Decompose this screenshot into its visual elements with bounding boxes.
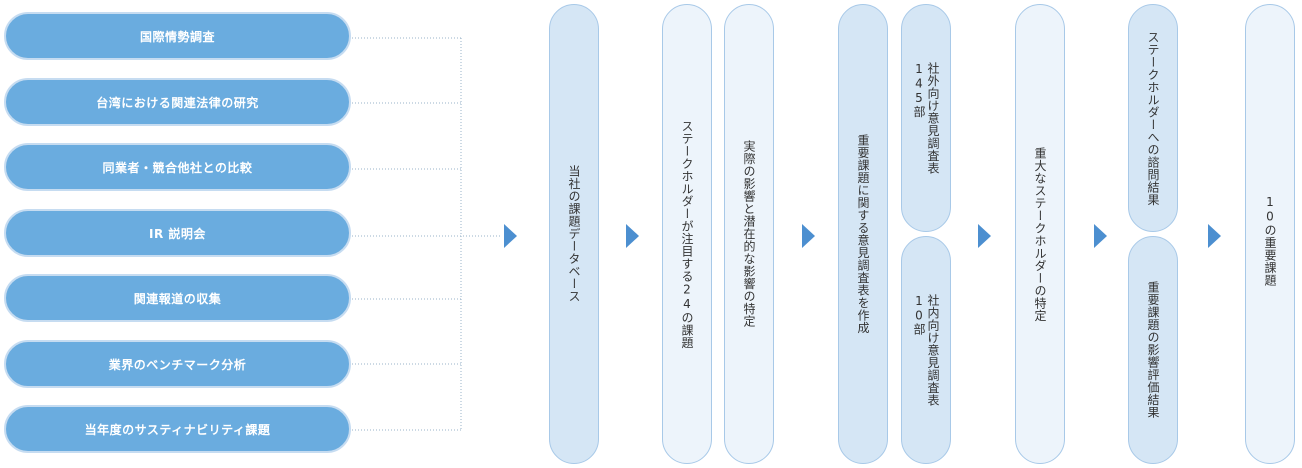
step-stakeholder-inquiry: ステークホルダーへの諮問結果 [1128,4,1178,232]
flow-arrow [1208,224,1221,248]
source-ir-briefing: IR 説明会 [4,209,351,257]
source-label: 業界のベンチマーク分析 [108,357,247,372]
step-24-issues: ステークホルダーが注目する24の課題 [662,4,712,464]
step-label: ステークホルダーへの諮問結果 [1146,30,1160,206]
survey-count: 10部 [912,293,926,336]
flow-arrow [978,224,991,248]
step-label: 重要課題に関する意見調査表を作成 [856,134,870,334]
step-create-questionnaire: 重要課題に関する意見調査表を作成 [838,4,888,464]
flow-arrow [626,224,639,248]
source-international-survey: 国際情勢調査 [4,12,351,60]
source-sustainability-issues: 当年度のサスティナビリティ課題 [4,405,351,453]
step-impact-identification: 実際の影響と潜在的な影響の特定 [724,4,774,464]
step-label: 重要課題の影響評価結果 [1146,281,1160,419]
step-label: 10の重要課題 [1263,195,1277,287]
step-label: 重大なステークホルダーの特定 [1033,146,1047,322]
source-news-collection: 関連報道の収集 [4,274,351,322]
source-taiwan-law-research: 台湾における関連法律の研究 [4,78,351,126]
flow-arrow [504,224,517,248]
survey-title: 社外向け意見調査表 [926,61,940,175]
source-label: 台湾における関連法律の研究 [96,95,259,110]
step-stakeholder-identification: 重大なステークホルダーの特定 [1015,4,1065,464]
step-label: 実際の影響と潜在的な影響の特定 [742,140,756,328]
flow-arrow [1094,224,1107,248]
step-label: ステークホルダーが注目する24の課題 [680,119,694,349]
step-material-issues: 10の重要課題 [1245,4,1295,464]
source-industry-benchmark: 業界のベンチマーク分析 [4,340,351,388]
survey-count: 145部 [912,61,926,118]
source-label: IR 説明会 [149,226,206,241]
source-competitor-comparison: 同業者・競合他社との比較 [4,143,351,191]
source-label: 当年度のサスティナビリティ課題 [84,422,271,437]
source-label: 国際情勢調査 [139,29,215,44]
step-impact-evaluation: 重要課題の影響評価結果 [1128,236,1178,464]
step-label: 当社の課題データベース [567,165,581,303]
flow-arrow [802,224,815,248]
source-label: 同業者・競合他社との比較 [102,160,253,175]
survey-title: 社内向け意見調査表 [926,293,940,407]
step-issue-database: 当社の課題データベース [549,4,599,464]
source-label: 関連報道の収集 [133,291,222,306]
